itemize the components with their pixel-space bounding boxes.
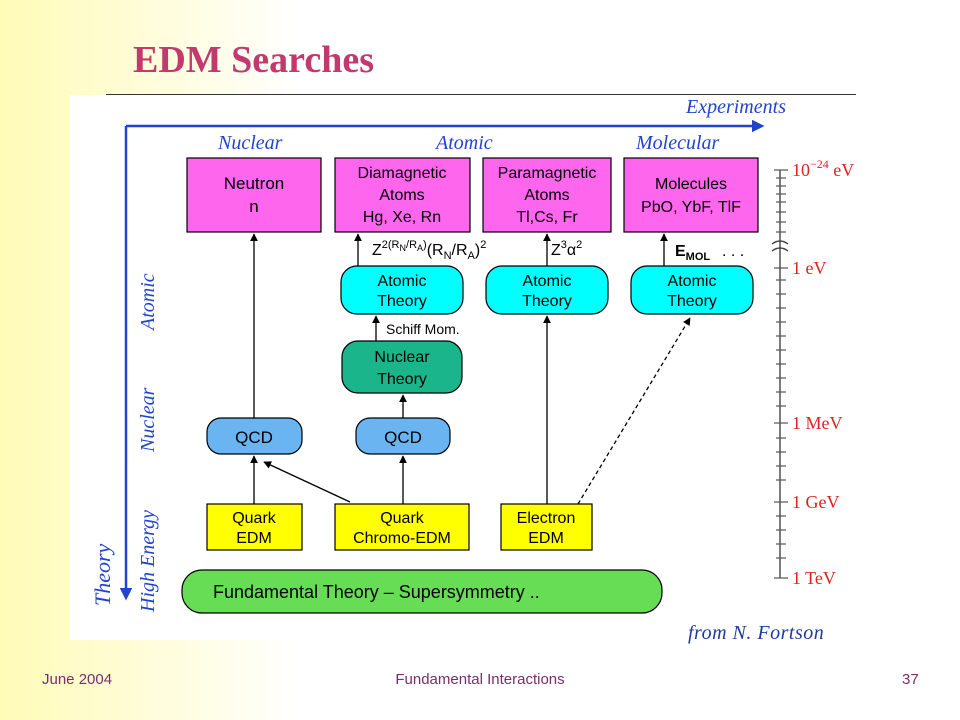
svg-text:Theory: Theory xyxy=(377,293,427,310)
credit-text: from N. Fortson xyxy=(688,622,825,644)
svg-text:Atoms: Atoms xyxy=(524,187,569,204)
svg-text:Atomic: Atomic xyxy=(668,273,717,290)
svg-text:PbO, YbF, TlF: PbO, YbF, TlF xyxy=(641,199,741,216)
svg-text:Quark: Quark xyxy=(232,510,277,527)
emol-label: EMOL xyxy=(675,243,710,263)
theory-label: Theory xyxy=(90,543,115,606)
column-label-nuclear: Nuclear xyxy=(217,132,283,154)
title-rule xyxy=(106,94,856,95)
svg-text:EDM: EDM xyxy=(236,530,272,547)
diamagnetic-atoms-box: Diamagnetic Atoms Hg, Xe, Rn xyxy=(334,157,471,233)
slide-title: EDM Searches xyxy=(133,39,374,81)
svg-text:Atomic: Atomic xyxy=(378,273,427,290)
qcd-box-1: QCD xyxy=(206,417,303,455)
svg-text:QCD: QCD xyxy=(384,428,422,447)
page-number: 37 xyxy=(902,671,919,688)
svg-text:Quark: Quark xyxy=(380,510,425,527)
quark-chromo-edm-box: Quark Chromo-EDM xyxy=(334,503,470,551)
scale-label-1-mev: 1 MeV xyxy=(792,413,843,433)
molecules-box: Molecules PbO, YbF, TlF xyxy=(623,157,759,233)
scale-label-1e-24-ev: 10−24 eV xyxy=(792,157,854,180)
svg-text:Neutron: Neutron xyxy=(224,174,284,193)
atomic-theory-box-3: Atomic Theory xyxy=(630,265,754,315)
atomic-theory-box-1: Atomic Theory xyxy=(340,265,464,315)
scale-label-1-tev: 1 TeV xyxy=(792,568,836,588)
flow-arrows xyxy=(250,233,691,505)
footer-title: Fundamental Interactions xyxy=(395,671,565,688)
row-label-nuclear: Nuclear xyxy=(137,387,159,453)
schiff-moment-label: Schiff Mom. xyxy=(386,321,460,337)
svg-text:Chromo-EDM: Chromo-EDM xyxy=(353,530,451,547)
svg-text:Theory: Theory xyxy=(522,293,572,310)
row-label-atomic: Atomic xyxy=(137,273,159,332)
electron-edm-box: Electron EDM xyxy=(500,503,593,551)
svg-text:Hg, Xe, Rn: Hg, Xe, Rn xyxy=(363,209,441,226)
atomic-theory-box-2: Atomic Theory xyxy=(485,265,609,315)
svg-text:Diamagnetic: Diamagnetic xyxy=(358,165,447,182)
neutron-box: Neutron n xyxy=(186,157,322,233)
z2-rn-ra-label: Z2(RN/RA)(RN/RA)2 xyxy=(372,239,486,262)
scale-label-1-gev: 1 GeV xyxy=(792,492,840,512)
qcd-box-2: QCD xyxy=(355,417,451,455)
svg-text:Atoms: Atoms xyxy=(379,187,424,204)
svg-text:Theory: Theory xyxy=(377,371,427,388)
column-label-atomic: Atomic xyxy=(434,132,493,154)
svg-text:n: n xyxy=(249,197,258,216)
quark-edm-box: Quark EDM xyxy=(206,503,303,551)
svg-text:Tl,Cs, Fr: Tl,Cs, Fr xyxy=(516,209,578,226)
svg-text:Theory: Theory xyxy=(667,293,717,310)
svg-text:Paramagnetic: Paramagnetic xyxy=(498,165,597,182)
fundamental-theory-box: Fundamental Theory – Supersymmetry .. xyxy=(181,569,663,614)
emol-ellipsis: . . . xyxy=(722,243,744,260)
svg-text:QCD: QCD xyxy=(235,428,273,447)
experiments-label: Experiments xyxy=(685,96,786,118)
energy-scale xyxy=(771,169,789,579)
svg-text:Fundamental Theory – Supersymm: Fundamental Theory – Supersymmetry .. xyxy=(213,582,540,602)
svg-text:Atomic: Atomic xyxy=(523,273,572,290)
column-label-molecular: Molecular xyxy=(635,132,720,154)
svg-text:Electron: Electron xyxy=(517,510,576,527)
svg-text:EDM: EDM xyxy=(528,530,564,547)
nuclear-theory-box: Nuclear Theory xyxy=(341,340,463,394)
paramagnetic-atoms-box: Paramagnetic Atoms Tl,Cs, Fr xyxy=(482,157,612,233)
row-label-high-energy: High Energy xyxy=(137,510,159,613)
z3-alpha2-label: Z3α2 xyxy=(551,239,582,259)
scale-label-1-ev: 1 eV xyxy=(792,258,827,278)
footer-date: June 2004 xyxy=(42,671,113,688)
svg-text:Molecules: Molecules xyxy=(655,176,727,193)
svg-text:Nuclear: Nuclear xyxy=(374,349,430,366)
